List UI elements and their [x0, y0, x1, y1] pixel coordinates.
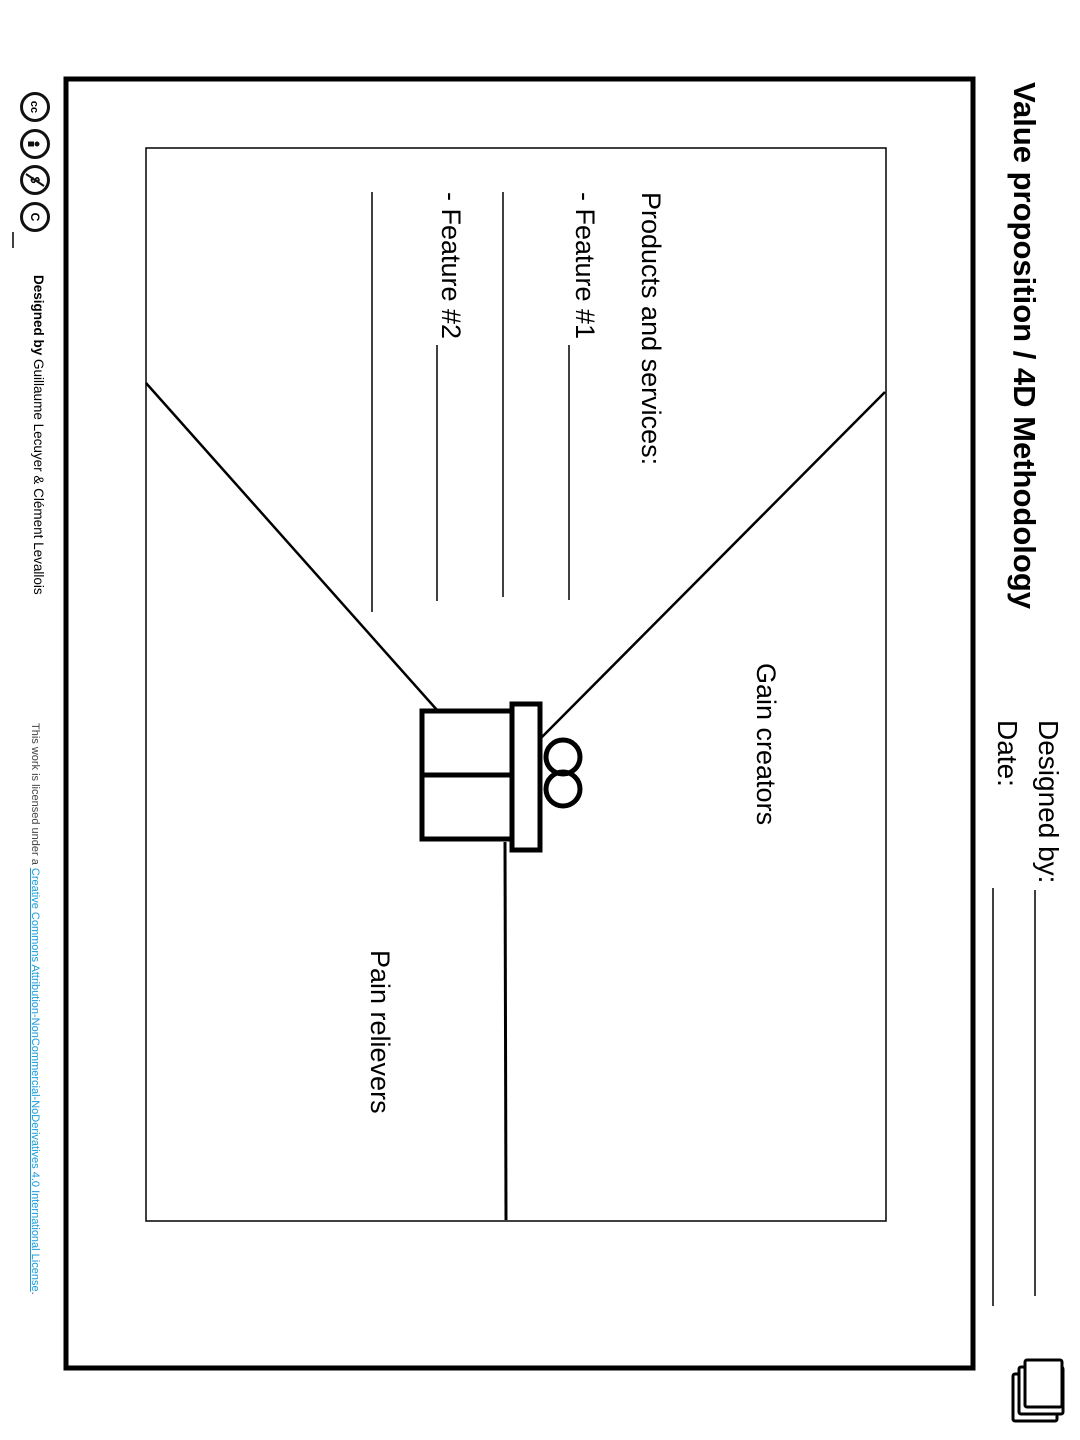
stacked-pages-icon: [1011, 1358, 1065, 1423]
pain-relievers-label: Pain relievers: [365, 950, 395, 1114]
center-divider-line: [503, 841, 508, 1221]
date-label: Date:: [992, 720, 1023, 787]
credits-prefix: Designed by: [31, 275, 46, 356]
license-line: This work is licensed under a Creative C…: [29, 723, 41, 1295]
feature-2-label: - Feature #2: [436, 192, 466, 340]
license-link[interactable]: Creative Commons Attribution-NonCommerci…: [29, 867, 41, 1292]
nd-icon: C: [20, 202, 50, 232]
license-prefix: This work is licensed under a: [29, 723, 41, 868]
by-icon: [20, 129, 50, 159]
designed-by-label: Designed by:: [1033, 720, 1064, 884]
page-title: Value proposition / 4D Methodology: [1007, 82, 1042, 610]
feature-1-label: - Feature #1: [570, 192, 600, 340]
svg-text:cc: cc: [28, 101, 40, 113]
gain-creators-label: Gain creators: [751, 663, 781, 826]
credits-line: Designed by Guillaume Lecuyer & Clément …: [31, 275, 46, 595]
credits-designers: Guillaume Lecuyer & Clément Levallois: [31, 359, 46, 595]
cc-icon: cc: [20, 92, 50, 122]
products-services-heading: Products and services:: [636, 192, 666, 466]
inner-canvas-frame: [145, 147, 887, 1222]
gift-icon: [419, 701, 583, 853]
outer-frame: [63, 76, 976, 1371]
nc-icon: $: [20, 165, 50, 195]
license-suffix: .: [29, 1291, 41, 1295]
pain-divider-line-top: [145, 382, 438, 711]
gain-divider-line: [540, 391, 886, 739]
svg-text:C: C: [28, 213, 42, 222]
